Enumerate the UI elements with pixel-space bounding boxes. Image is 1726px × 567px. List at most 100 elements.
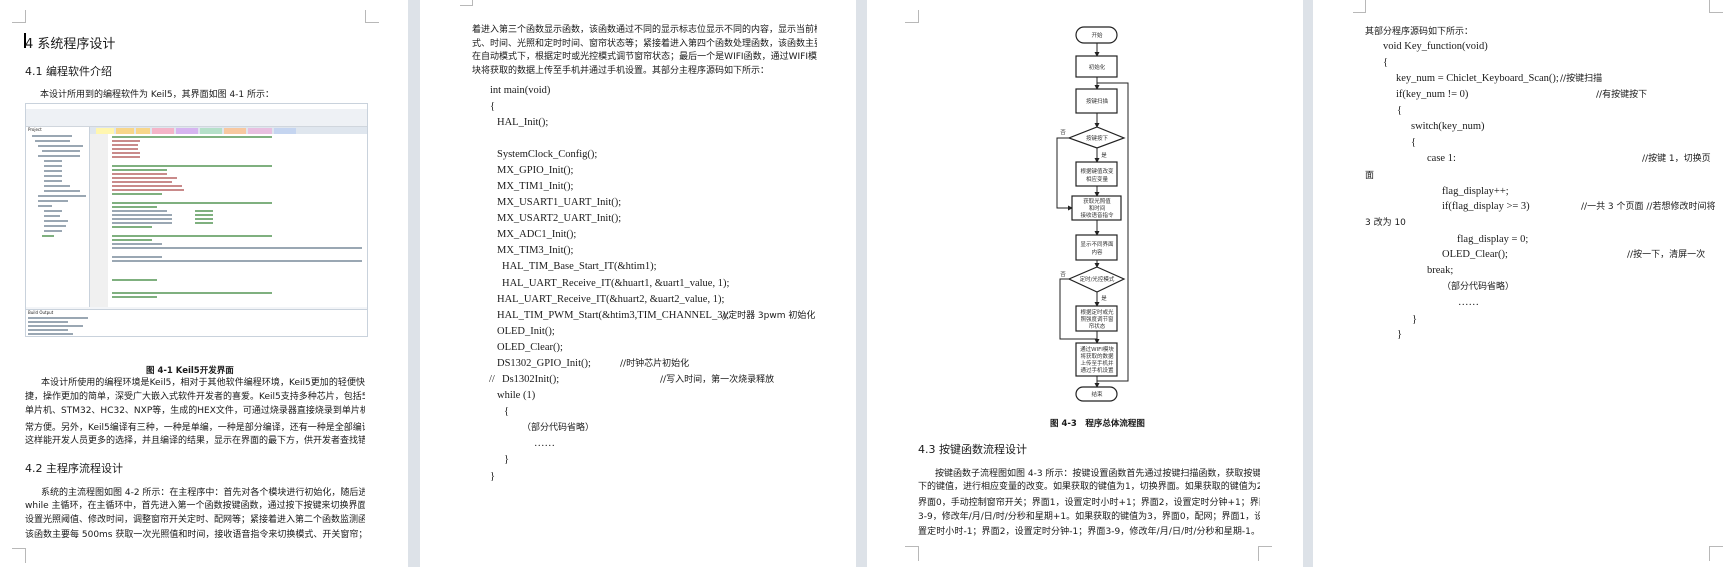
screenshot-detail: [112, 181, 172, 183]
figure-caption-4-3: 图 4-3 程序总体流程图: [1050, 419, 1145, 429]
flow-pressed-decision: [1067, 126, 1126, 149]
figure-caption-4-1: 图 4-1 Keil5开发界面: [146, 366, 234, 376]
screenshot-detail: [38, 200, 68, 202]
flow-label: 上传至手机并: [1080, 359, 1114, 367]
screenshot-detail: [42, 150, 80, 152]
code-line: }: [504, 454, 510, 465]
code-line: while (1): [497, 390, 536, 401]
flow-end-node: [1075, 386, 1118, 402]
code-line: switch(key_num): [1411, 121, 1485, 132]
code-line: }: [1397, 329, 1403, 340]
screenshot-detail: [32, 135, 72, 137]
build-output-pane: Build Output: [26, 309, 367, 336]
screenshot-detail: [248, 128, 272, 134]
code-comment: //按键 1，切换页: [1642, 154, 1711, 164]
screenshot-detail: [112, 206, 157, 208]
screenshot-detail: [112, 226, 152, 228]
flow-label: 通过WIFI模块: [1080, 345, 1114, 353]
section-heading-4-2: 4.2 主程序流程设计: [25, 462, 123, 475]
corner-mark: [460, 0, 473, 6]
flow-label: 内容: [1091, 248, 1103, 256]
paragraph-line: 着进入第三个函数显示函数，该函数通过不同的显示标志位显示不同的内容，显示当前模: [472, 25, 817, 35]
screenshot-detail: [44, 185, 70, 187]
code-line: HAL_UART_Receive_IT(&huart2, &uart2_valu…: [497, 294, 725, 305]
screenshot-detail: [112, 202, 272, 204]
screenshot-detail: [274, 128, 296, 134]
screenshot-detail: [112, 243, 162, 245]
code-line: case 1:: [1427, 153, 1456, 164]
screenshot-detail: [112, 165, 272, 167]
paragraph-line: 式、时间、光照和定时时间、窗帘状态等；紧接着进入第四个函数处理函数，该函数主要: [472, 39, 817, 49]
flow-change-node: [1075, 161, 1118, 187]
toolbar: [26, 109, 367, 127]
screenshot-detail: [44, 170, 62, 172]
corner-mark: [365, 10, 379, 23]
section-heading-4-1: 4.1 编程软件介绍: [25, 65, 112, 78]
project-pane: Project: [26, 127, 90, 307]
code-line: key_num = Chiclet_Keyboard_Scan();: [1396, 73, 1559, 84]
code-line: HAL_UART_Receive_IT(&huart1, &uart1_valu…: [502, 278, 730, 289]
flow-label: 否: [1060, 271, 1066, 278]
code-line: if(flag_display >= 3): [1442, 201, 1530, 212]
screenshot-detail: [112, 193, 162, 195]
screenshot-detail: [112, 136, 272, 138]
flow-label: 和时间: [1089, 204, 1106, 212]
code-line: HAL_TIM_Base_Start_IT(&htim1);: [502, 261, 657, 272]
screenshot-detail: [112, 152, 140, 154]
flow-label: 根据键值改变: [1080, 167, 1114, 175]
screenshot-detail: [112, 256, 162, 258]
flow-label: 显示不同界面: [1080, 241, 1114, 248]
code-line: {: [1397, 105, 1403, 116]
code-line: }: [1412, 314, 1418, 325]
screenshot-detail: [28, 325, 83, 327]
paragraph-line: 3-9，修改年/月/日/时/分秒和星期+1。如果获取的键值为3，界面0，配网；界…: [918, 512, 1260, 522]
paragraph-line: 下的键值，进行相应变量的改变。如果获取的键值为1，切换界面。如果获取的键值为2，: [918, 482, 1260, 492]
screenshot-detail: [195, 218, 213, 220]
section-heading-4-3: 4.3 按键函数流程设计: [918, 443, 1027, 456]
screenshot-detail: [112, 210, 167, 212]
flow-label: 通过手机设置: [1080, 366, 1114, 374]
screenshot-detail: [28, 317, 88, 319]
code-line: ……: [534, 438, 555, 449]
screenshot-detail: [38, 155, 80, 157]
screenshot-detail: [195, 214, 213, 216]
code-line: MX_TIM1_Init();: [497, 181, 574, 192]
code-line: （部分代码省略）: [1442, 282, 1515, 292]
code-line: int main(void): [490, 85, 551, 96]
flow-label: 初始化: [1089, 63, 1106, 71]
flow-label: 根据定时或光: [1080, 308, 1114, 316]
screenshot-detail: [44, 175, 62, 177]
flow-label: 帘状态: [1089, 322, 1106, 330]
screenshot-detail: [112, 148, 138, 150]
paragraph-line: 这样能开发人员更多的选择，并且编译的结果，显示在界面的最下方，供开发者查找错误。: [25, 436, 365, 446]
code-comment: //有按键按下: [1596, 90, 1648, 100]
paragraph-line: 按键函数子流程图如图 4-3 所示：按键设置函数首先通过按键扫描函数，获取按键按: [935, 469, 1260, 479]
flow-start-node: [1075, 26, 1118, 44]
flow-adjust-node: [1075, 305, 1118, 332]
flow-display-node: [1075, 234, 1118, 261]
editor-tabs: [90, 127, 367, 134]
screenshot-detail: [28, 333, 73, 335]
code-line: （部分代码省略）: [522, 423, 595, 433]
screenshot-detail: [90, 134, 108, 307]
screenshot-detail: [112, 177, 177, 179]
code-line: OLED_Init();: [497, 326, 555, 337]
text-cursor: [24, 33, 26, 48]
screenshot-detail: [44, 160, 62, 162]
screenshot-detail: [112, 279, 157, 281]
page-4: 其部分程序源码如下所示： void Key_function(void) { k…: [1313, 0, 1726, 567]
flow-label: 开始: [1091, 31, 1103, 39]
screenshot-detail: [224, 128, 246, 134]
code-comment: //时钟芯片初始化: [620, 359, 690, 369]
paragraph-line: 本设计所使用的编程环境是Keil5，相对于其他软件编程环境，Keil5更加的轻便…: [41, 378, 365, 388]
page-1: 4 系统程序设计 4.1 编程软件介绍 本设计所用到的编程软件为 Keil5，其…: [0, 0, 408, 567]
screenshot-detail: [195, 222, 213, 224]
screenshot-detail: [112, 214, 172, 216]
paragraph-line: 系统的主流程图如图 4-2 所示：在主程序中：首先对各个模块进行初始化，随后进入: [41, 488, 365, 498]
code-comment: //按键扫描: [1560, 74, 1603, 84]
code-comment: //定时器 3pwm 初始化: [722, 311, 816, 321]
code-comment: //写入时间，第一次烧录释放: [660, 375, 775, 385]
screenshot-detail: [112, 156, 140, 158]
paragraph-line: 块将获取的数据上传至手机并通过手机设置。其部分主程序源码如下所示：: [472, 66, 770, 76]
flow-label: 是: [1101, 152, 1107, 159]
